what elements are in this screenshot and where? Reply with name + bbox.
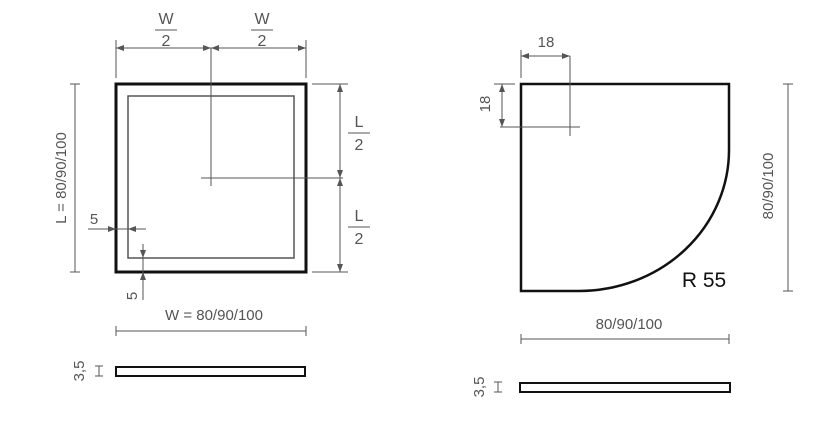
- quadrant-tray-drawing: 18 18 R 55 80/90/100 80/90/100: [471, 34, 793, 397]
- quadrant-tray-outline: [519, 82, 731, 293]
- quadrant-height-label: 80/90/100: [760, 153, 777, 220]
- width-label: W = 80/90/100: [165, 307, 263, 324]
- square-center-mark: [201, 48, 343, 186]
- half-length-denominator-bottom: 2: [355, 231, 364, 248]
- offset-horizontal-label: 18: [538, 34, 555, 51]
- offset-horizontal-dimension: 18: [520, 34, 570, 78]
- half-width-numerator-right: W: [254, 11, 270, 28]
- offset-vertical-dimension: 18: [477, 83, 515, 127]
- radius-label: R 55: [682, 269, 726, 292]
- quadrant-width-label: 80/90/100: [596, 316, 663, 333]
- width-dimension: W = 80/90/100: [115, 307, 307, 336]
- half-width-numerator-left: W: [158, 11, 174, 28]
- half-width-denominator-right: 2: [258, 33, 267, 50]
- inner-offset-bottom-label: 5: [124, 292, 141, 300]
- square-tray-profile: 3,5: [71, 361, 306, 382]
- half-length-denominator-top: 2: [355, 137, 364, 154]
- quadrant-height-dimension: 80/90/100: [760, 83, 793, 292]
- square-tray-drawing: W 2 W 2 L 2 L 2 L =: [53, 11, 370, 381]
- half-width-dimension: W 2 W 2: [115, 11, 307, 78]
- half-width-denominator-left: 2: [162, 33, 171, 50]
- quadrant-reference-mark: [500, 56, 580, 136]
- length-dimension: L = 80/90/100: [53, 83, 80, 273]
- offset-vertical-label: 18: [477, 96, 494, 113]
- inner-offset-left-dimension: 5: [88, 211, 146, 232]
- quadrant-thickness-label: 3,5: [471, 377, 488, 398]
- quadrant-width-dimension: 80/90/100: [520, 316, 730, 344]
- inner-offset-left-label: 5: [90, 211, 98, 228]
- length-label: L = 80/90/100: [53, 132, 70, 224]
- half-length-numerator-top: L: [355, 114, 364, 131]
- inner-offset-bottom-dimension: 5: [124, 244, 146, 300]
- square-thickness-label: 3,5: [71, 361, 88, 382]
- quadrant-tray-side-view: [519, 382, 731, 393]
- half-length-dimension: L 2 L 2: [312, 83, 370, 273]
- quadrant-tray-profile: 3,5: [471, 377, 731, 398]
- half-length-numerator-bottom: L: [355, 208, 364, 225]
- square-tray-side-view: [115, 366, 306, 377]
